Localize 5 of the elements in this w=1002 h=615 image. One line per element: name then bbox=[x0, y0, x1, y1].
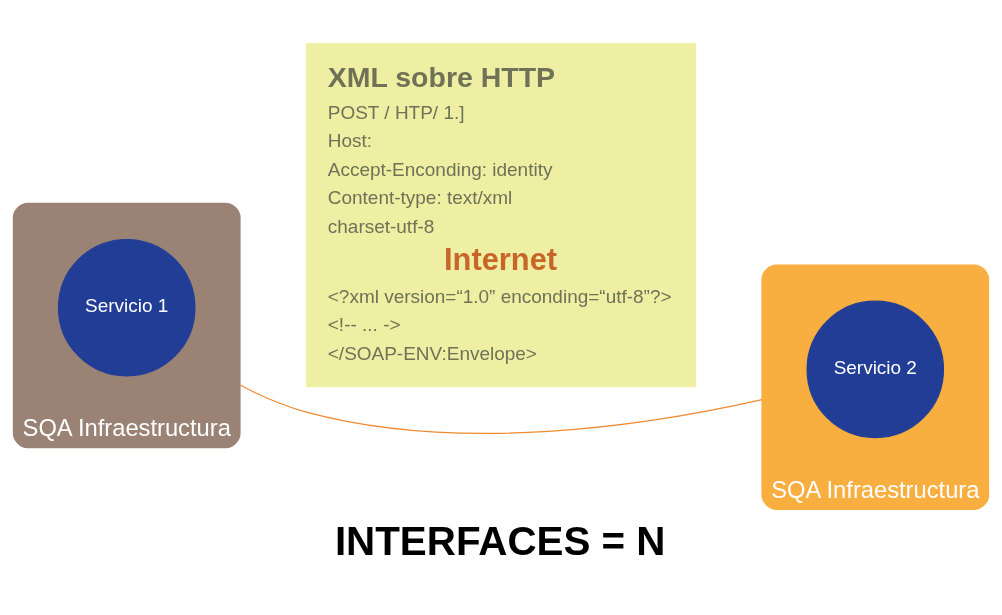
node-circle: Servicio 2 bbox=[806, 300, 945, 438]
caption: INTERFACES = N bbox=[334, 517, 666, 564]
node-box: XML sobre HTTP POST / HTP/ 1.] Host: Accept-Enconding: identity Content-type: text/xml charset-utf-8 Internet <?xml version=“1.0” enconding=“utf-8”?> <!-- ... -> </SOAP-ENV:Envelope> bbox=[305, 42, 697, 387]
connector bbox=[239, 383, 763, 434]
node-circle: Servicio 1 bbox=[57, 238, 196, 376]
